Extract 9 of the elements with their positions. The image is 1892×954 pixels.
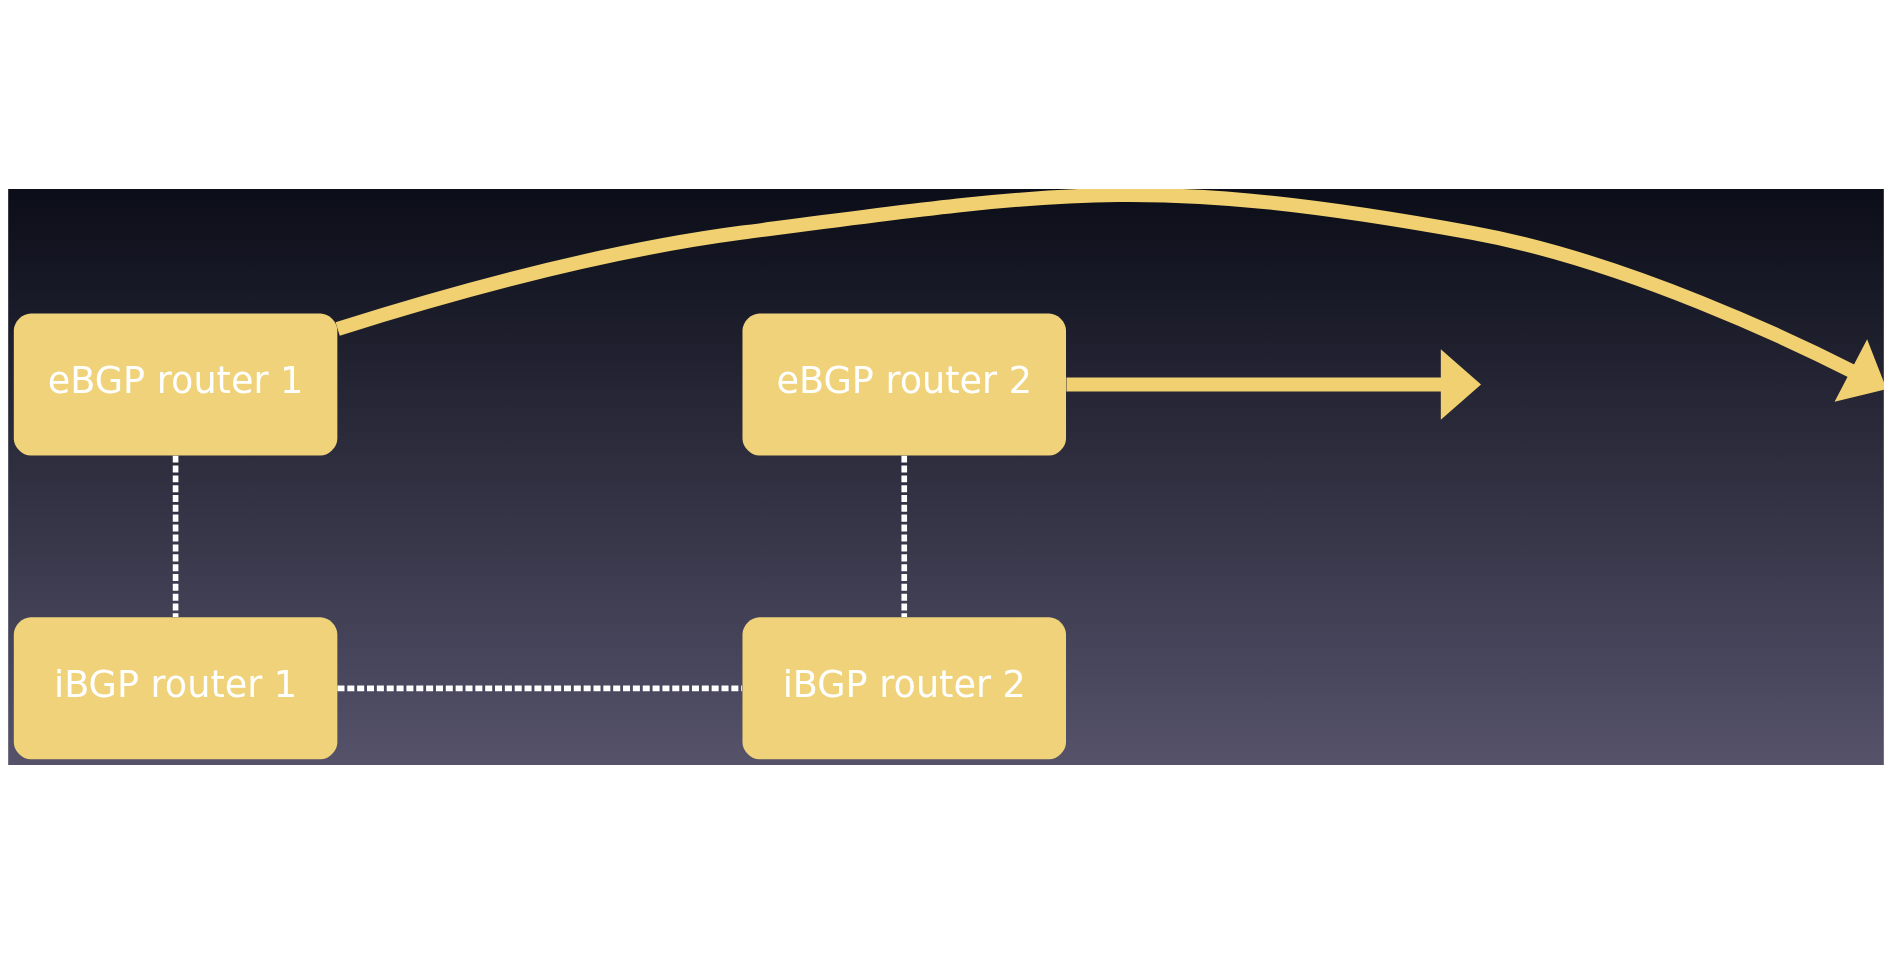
- arrow: [335, 189, 1884, 402]
- node-box: iBGP router 1: [13, 617, 338, 760]
- node-box: eBGP router 2: [742, 313, 1066, 456]
- connector: [337, 685, 743, 692]
- connector: [901, 455, 908, 617]
- arrow: [1066, 349, 1482, 420]
- node-box: iBGP router 2: [742, 617, 1066, 760]
- connector: [172, 455, 179, 617]
- node-box: eBGP router 1: [13, 313, 338, 456]
